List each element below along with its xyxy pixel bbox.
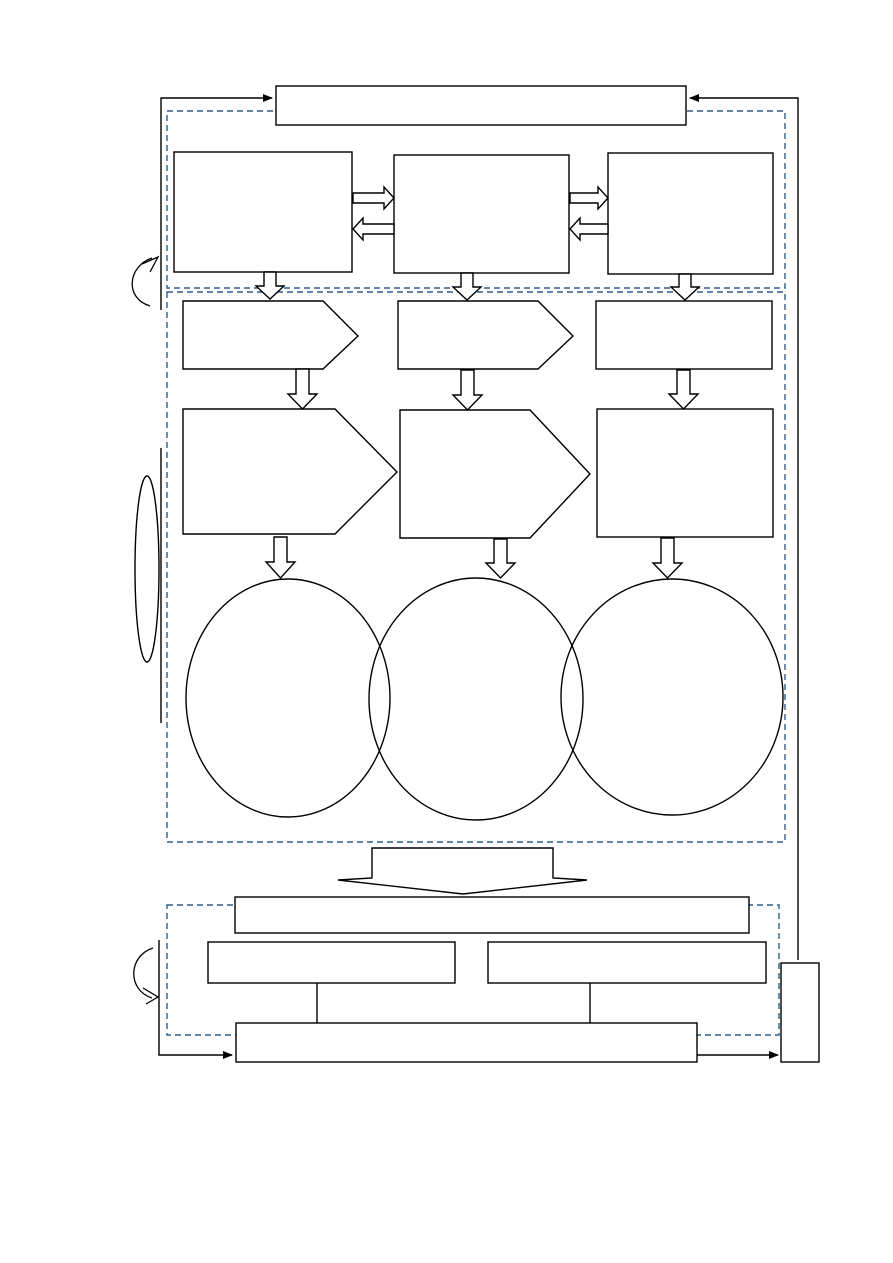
down-arrow-2 — [451, 272, 483, 301]
box-right-2 — [596, 408, 774, 538]
bottom-left-box — [207, 941, 456, 984]
cycle-arrow-top-head — [141, 255, 160, 273]
feedback-line-left-top — [160, 94, 273, 310]
cycle-arrow-bottom-head — [142, 987, 160, 1005]
side-ellipse — [134, 475, 160, 663]
bottom-base-box — [235, 1022, 698, 1063]
feedback-line-left-bottom — [158, 940, 233, 1059]
feedback-line-right-loop — [689, 94, 799, 960]
bottom-wide-box — [234, 896, 750, 934]
ellipse-right — [560, 578, 784, 816]
box-top-left — [173, 151, 353, 273]
block-arrow-right-1 — [352, 185, 395, 211]
side-right-box — [780, 962, 820, 1063]
block-arrow-right-2 — [569, 185, 609, 211]
top-title-box — [275, 85, 687, 126]
down-arrow-7 — [264, 536, 297, 580]
block-arrow-left-2 — [569, 216, 609, 242]
pentagon-center-1 — [397, 300, 575, 370]
down-arrow-3 — [669, 273, 701, 301]
ellipse-left — [185, 578, 391, 818]
down-arrow-9 — [651, 537, 684, 580]
block-arrow-left-1 — [352, 216, 395, 242]
box-right-1 — [595, 300, 773, 370]
bottom-right-box — [487, 941, 767, 984]
down-arrow-6 — [667, 369, 700, 411]
down-arrow-5 — [451, 369, 484, 412]
down-arrow-4 — [286, 368, 319, 411]
dashed-group-middle — [166, 291, 786, 843]
box-top-right — [607, 152, 774, 275]
pentagon-left-2 — [182, 408, 398, 535]
box-top-center — [393, 154, 570, 274]
down-arrow-1 — [254, 271, 286, 300]
pentagon-center-2 — [399, 409, 591, 539]
down-arrow-8 — [484, 538, 517, 580]
pentagon-left-1 — [182, 300, 360, 370]
ellipse-center — [368, 577, 584, 821]
large-down-arrow — [337, 847, 588, 895]
cycle-arrow-top — [131, 257, 153, 307]
cycle-arrow-bottom — [133, 947, 154, 999]
